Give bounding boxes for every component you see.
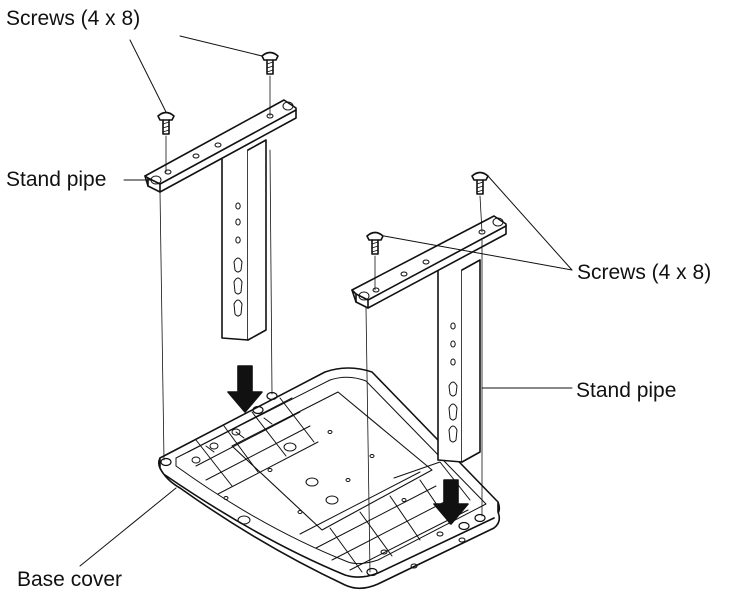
screw-left-2 xyxy=(261,51,279,75)
label-screws-top: Screws (4 x 8) xyxy=(6,7,141,30)
leader-lines xyxy=(79,35,573,567)
label-base-cover: Base cover xyxy=(17,568,123,591)
screw-right-1 xyxy=(366,231,384,255)
screw-left-1 xyxy=(157,111,175,135)
stand-pipe-left xyxy=(144,51,297,461)
label-stand-pipe-right: Stand pipe xyxy=(576,379,677,402)
arrow-left xyxy=(227,365,263,413)
base-holes xyxy=(191,428,466,569)
label-screws-right: Screws (4 x 8) xyxy=(577,261,712,284)
base-left-ribs xyxy=(187,397,319,495)
base-cover xyxy=(158,367,501,590)
screw-right-2 xyxy=(471,171,489,195)
stand-pipe-right xyxy=(351,171,507,573)
base-center-panel xyxy=(231,391,433,531)
label-stand-pipe-left: Stand pipe xyxy=(6,168,107,191)
arrow-right xyxy=(433,479,469,525)
